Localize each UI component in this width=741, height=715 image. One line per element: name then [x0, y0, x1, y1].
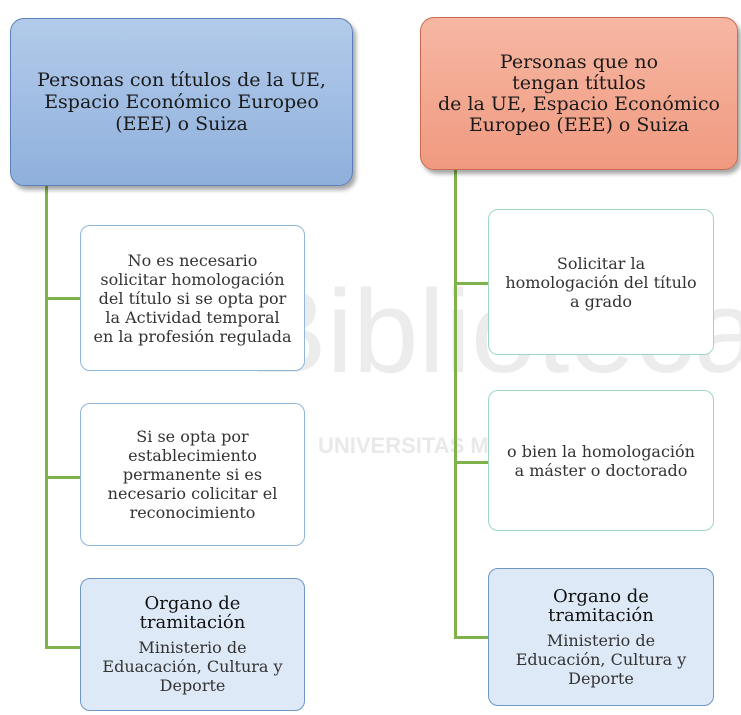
left-branch-3 — [45, 646, 80, 649]
right-header-line-2: de la UE, Espacio Económico Europeo (EEE… — [438, 92, 720, 136]
right-branch-3 — [454, 636, 488, 639]
left-item-2-text: Si se opta por establecimiento permanent… — [107, 427, 278, 522]
right-organ-body: Ministerio de Educación, Cultura y Depor… — [515, 630, 687, 688]
right-item-1-box: Solicitar la homologación del título a g… — [488, 209, 714, 355]
left-branch-2 — [45, 476, 80, 479]
left-item-1-box: No es necesario solicitar homologación d… — [80, 225, 305, 371]
right-header-line-1: Personas que no tengan títulos — [499, 50, 659, 94]
right-organ-box: Organo de tramitación Ministerio de Educ… — [488, 568, 714, 706]
left-item-1-text: No es necesario solicitar homologación d… — [93, 250, 292, 346]
right-item-2-text: o bien la homologación a máster o doctor… — [507, 441, 695, 480]
left-item-2-box: Si se opta por establecimiento permanent… — [80, 403, 305, 546]
right-organ-title: Organo de tramitación — [548, 585, 654, 626]
left-branch-1 — [45, 297, 80, 300]
right-branch-2 — [454, 461, 488, 464]
left-organ-title: Organo de tramitación — [139, 593, 246, 633]
left-organ-body: Ministerio de Eduacación, Cultura y Depo… — [102, 638, 283, 695]
right-trunk-line — [454, 170, 457, 638]
right-item-2-box: o bien la homologación a máster o doctor… — [488, 390, 714, 531]
left-header-text: Personas con títulos de la UE, Espacio E… — [37, 69, 326, 135]
right-branch-1 — [454, 282, 488, 285]
left-organ-box: Organo de tramitación Ministerio de Edua… — [80, 578, 305, 711]
left-trunk-line — [45, 185, 48, 649]
right-header-box: Personas que no tengan títulos de la UE,… — [420, 17, 738, 170]
left-header-box: Personas con títulos de la UE, Espacio E… — [10, 18, 353, 186]
right-item-1-text: Solicitar la homologación del título a g… — [505, 253, 697, 311]
